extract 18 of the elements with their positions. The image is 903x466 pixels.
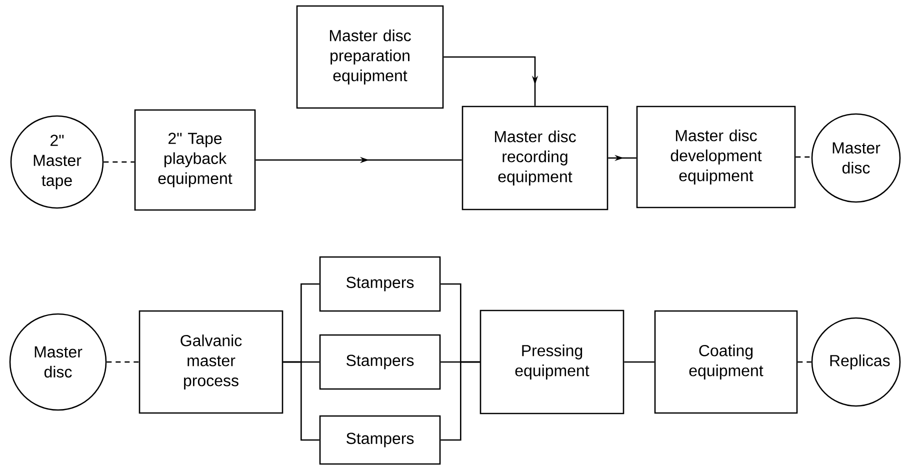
arrow [444, 56, 538, 106]
connector-line [104, 161, 134, 163]
process-box: Galvanic master process [138, 310, 284, 414]
process-box: Master disc preparation equipment [296, 5, 444, 109]
process-box: Stampers [319, 415, 441, 465]
connector-line [440, 361, 480, 441]
connector-line [624, 361, 654, 363]
process-box: Stampers [319, 334, 441, 390]
connector-line [106, 361, 139, 363]
process-box: Pressing equipment [480, 310, 624, 414]
process-box: Coating equipment [654, 310, 798, 414]
process-box: Master disc development equipment [636, 106, 796, 208]
process-box: Stampers [319, 256, 441, 312]
process-box: 2" Tape playback equipment [134, 109, 256, 211]
connector-line [798, 361, 812, 363]
connector-line [796, 156, 812, 158]
process-box: Master disc recording equipment [462, 106, 608, 210]
connector-line [283, 361, 320, 441]
